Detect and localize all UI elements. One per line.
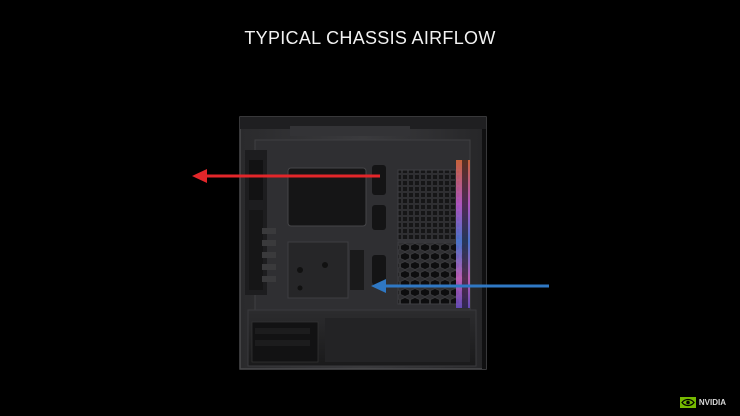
nvidia-eye-icon [679,397,696,408]
slide-title: TYPICAL CHASSIS AIRFLOW [244,28,496,48]
brand-label: NVIDIA [698,398,726,407]
expansion-slots [262,228,276,282]
exhaust-airflow-arrow [192,169,380,183]
nvidia-watermark: NVIDIA [679,397,726,408]
pc-case [239,116,487,370]
intake-airflow-arrow [371,279,549,293]
